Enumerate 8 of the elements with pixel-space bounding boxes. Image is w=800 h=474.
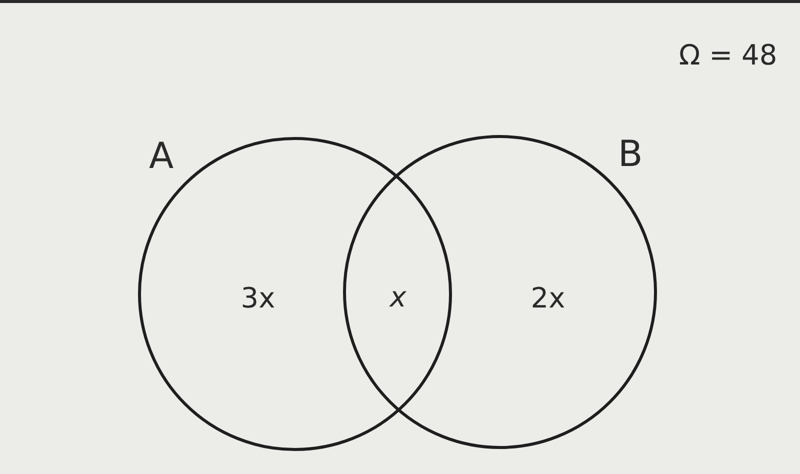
region-label: 3x — [240, 282, 276, 314]
set-circle — [138, 137, 452, 451]
intersection-label: x — [390, 280, 406, 314]
set-name: B — [618, 134, 643, 175]
region-label: 2x — [530, 282, 566, 314]
set-size-label: Ω = 48 — [678, 38, 778, 72]
set-name: A — [149, 136, 174, 177]
set-circle — [343, 135, 657, 449]
